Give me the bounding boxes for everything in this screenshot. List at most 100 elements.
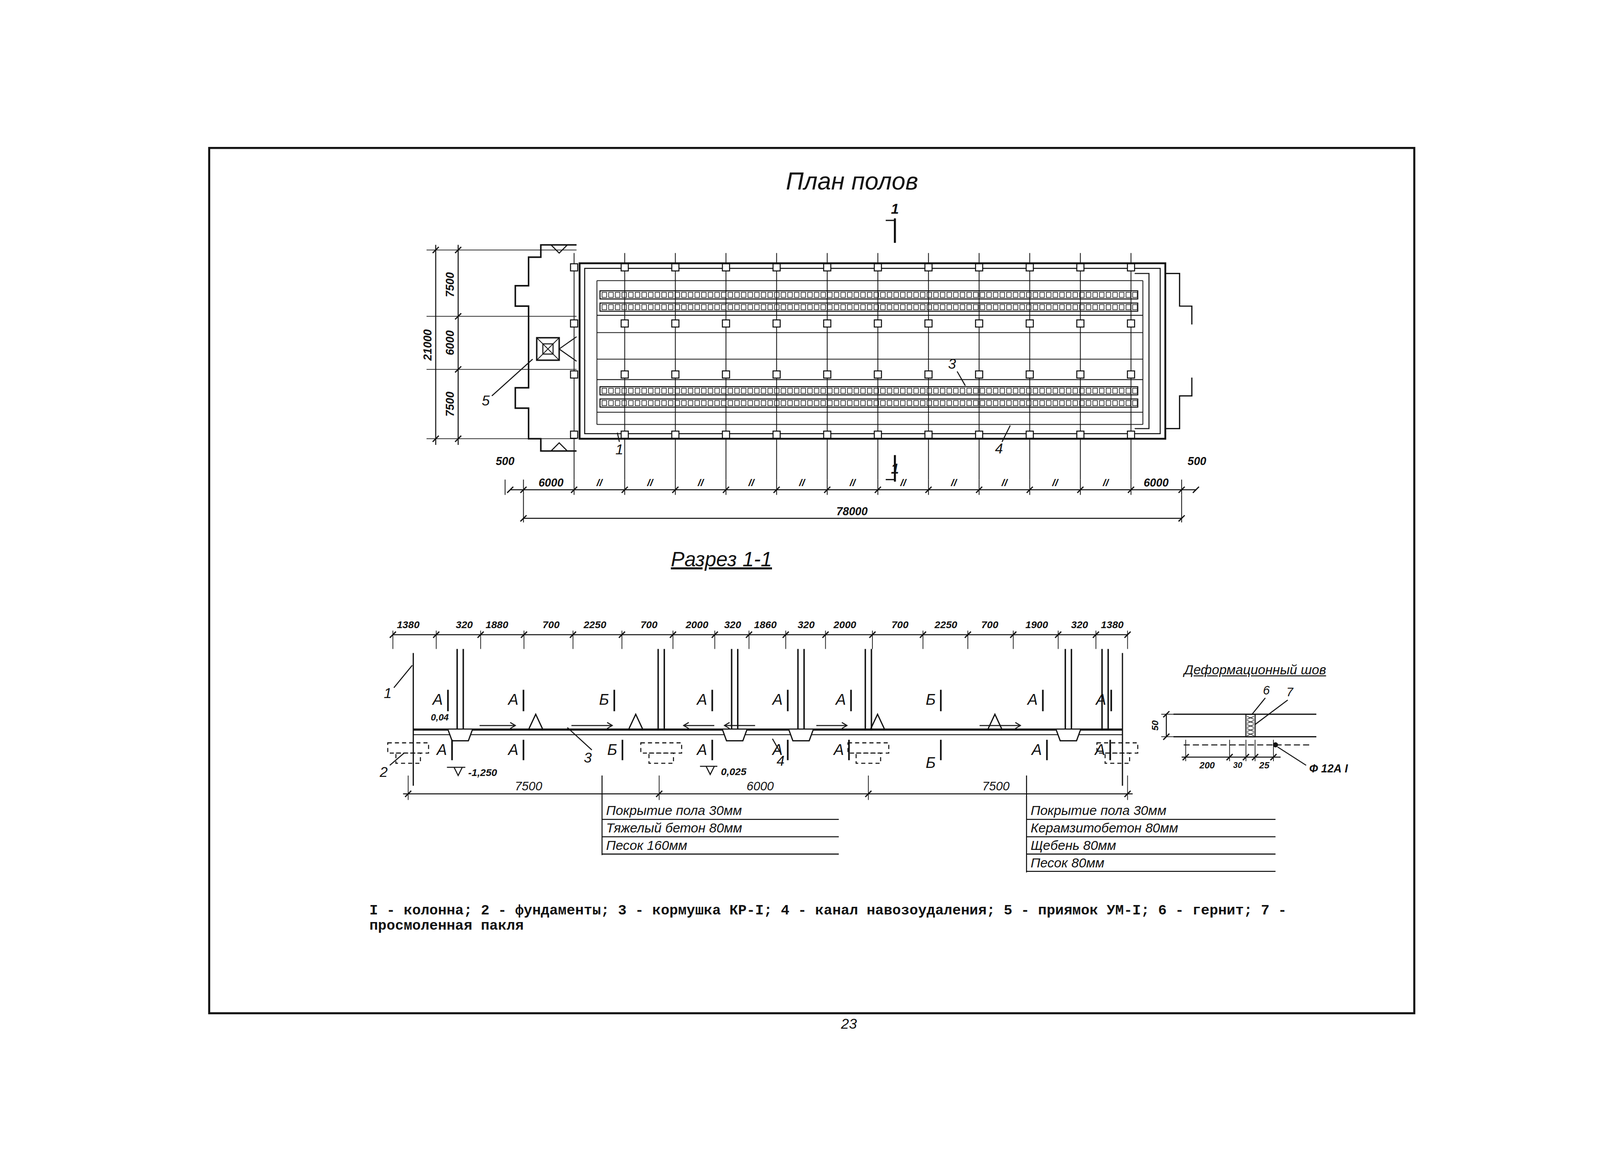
drawing-line: [1086, 400, 1091, 406]
drawing-line: [1092, 388, 1098, 394]
drawing-line: [823, 370, 831, 379]
drawing-line: [754, 304, 760, 310]
drawing-line: [1052, 400, 1058, 406]
drawing-line: [432, 435, 440, 442]
drawing-line: [1101, 648, 1103, 730]
drawing-line: [640, 742, 682, 754]
drawing-line: [880, 304, 885, 310]
drawing-line: [721, 292, 726, 298]
drawing-line: [456, 648, 458, 730]
drawing-line: [389, 753, 405, 766]
drawing-line: [708, 292, 713, 298]
drawing-line: [1246, 716, 1255, 720]
callout-number: 4: [995, 441, 1004, 458]
drawing-line: [655, 292, 660, 298]
drawing-line: [1073, 304, 1078, 310]
drawing-line: [880, 388, 885, 394]
drawing-line: [924, 319, 932, 328]
section-letter: Б: [599, 691, 609, 709]
drawing-line: [1026, 836, 1276, 837]
drawing-line: [853, 292, 859, 298]
drawing-line: [922, 630, 924, 649]
drawing-line: [599, 398, 1138, 407]
drawing-line: [940, 292, 945, 298]
drawing-line: [900, 304, 906, 310]
drawing-line: [447, 690, 449, 712]
drawing-line: [807, 400, 813, 406]
drawing-line: [748, 630, 750, 649]
drawing-line: [874, 370, 882, 379]
drawing-line: [1165, 377, 1192, 429]
drawing-line: [786, 690, 789, 712]
drawing-line: [1073, 400, 1078, 406]
ditto-mark: //: [646, 477, 653, 489]
drawing-line: [721, 388, 726, 394]
drawing-line: [607, 722, 613, 729]
section-letter: А: [833, 741, 845, 759]
drawing-line: [1185, 739, 1187, 762]
drawing-line: [1106, 292, 1111, 298]
dimension: 21000: [421, 329, 434, 361]
drawing-line: [1056, 729, 1081, 741]
section-letter: А: [1031, 741, 1042, 759]
drawing-line: [825, 630, 827, 649]
drawing-line: [708, 304, 713, 310]
drawing-line: [621, 388, 627, 394]
drawing-line: [774, 400, 780, 406]
drawing-line: [1251, 698, 1266, 715]
drawing-line: [761, 292, 766, 298]
drawing-line: [787, 388, 793, 394]
drawing-line: [570, 263, 578, 272]
drawing-line: [893, 388, 899, 394]
drawing-line: [966, 388, 972, 394]
drawing-line: [641, 388, 647, 394]
drawing-line: [621, 319, 629, 328]
drawing-line: [1246, 728, 1255, 732]
drawing-line: [946, 304, 952, 310]
drawing-line: [681, 388, 686, 394]
section-mark: 1: [890, 201, 899, 217]
drawing-line: [1013, 400, 1018, 406]
drawing-line: [1104, 753, 1130, 764]
dimension: 1380: [396, 618, 420, 630]
drawing-line: [1127, 630, 1129, 649]
drawing-line: [1001, 425, 1010, 442]
drawing-line: [1000, 388, 1005, 394]
drawing-line: [1245, 739, 1247, 762]
drawing-line: [807, 304, 813, 310]
drawing-line: [570, 319, 578, 328]
drawing-line: [924, 263, 932, 272]
drawing-line: [933, 304, 939, 310]
drawing-line: [504, 479, 506, 495]
drawing-line: [714, 292, 720, 298]
drawing-line: [993, 388, 998, 394]
drawing-line: [924, 431, 932, 439]
floor-layer: Песок 80мм: [1030, 855, 1105, 871]
drawing-line: [1013, 292, 1018, 298]
drawing-line: [1046, 739, 1048, 761]
drawing-line: [767, 400, 773, 406]
drawing-line: [1033, 388, 1038, 394]
drawing-line: [621, 304, 627, 310]
drawing-line: [1181, 495, 1182, 523]
drawing-line: [387, 742, 429, 754]
drawing-line: [573, 253, 575, 480]
drawing-line: [1026, 388, 1031, 394]
dimension: 700: [640, 618, 658, 630]
drawing-line: [596, 411, 1143, 413]
drawing-line: [960, 388, 965, 394]
drawing-line: [860, 304, 866, 310]
drawing-line: [675, 388, 680, 394]
detail-title: Деформационный шов: [1178, 663, 1332, 678]
drawing-line: [694, 292, 700, 298]
drawing-line: [1095, 630, 1097, 649]
drawing-line: [1161, 713, 1174, 715]
ditto-mark: //: [697, 477, 704, 489]
drawing-line: [701, 388, 707, 394]
drawing-line: [688, 304, 693, 310]
drawing-line: [1183, 744, 1312, 746]
drawing-line: [671, 263, 679, 272]
drawing-line: [635, 292, 640, 298]
drawing-line: [1110, 690, 1113, 712]
drawing-line: [967, 630, 969, 649]
